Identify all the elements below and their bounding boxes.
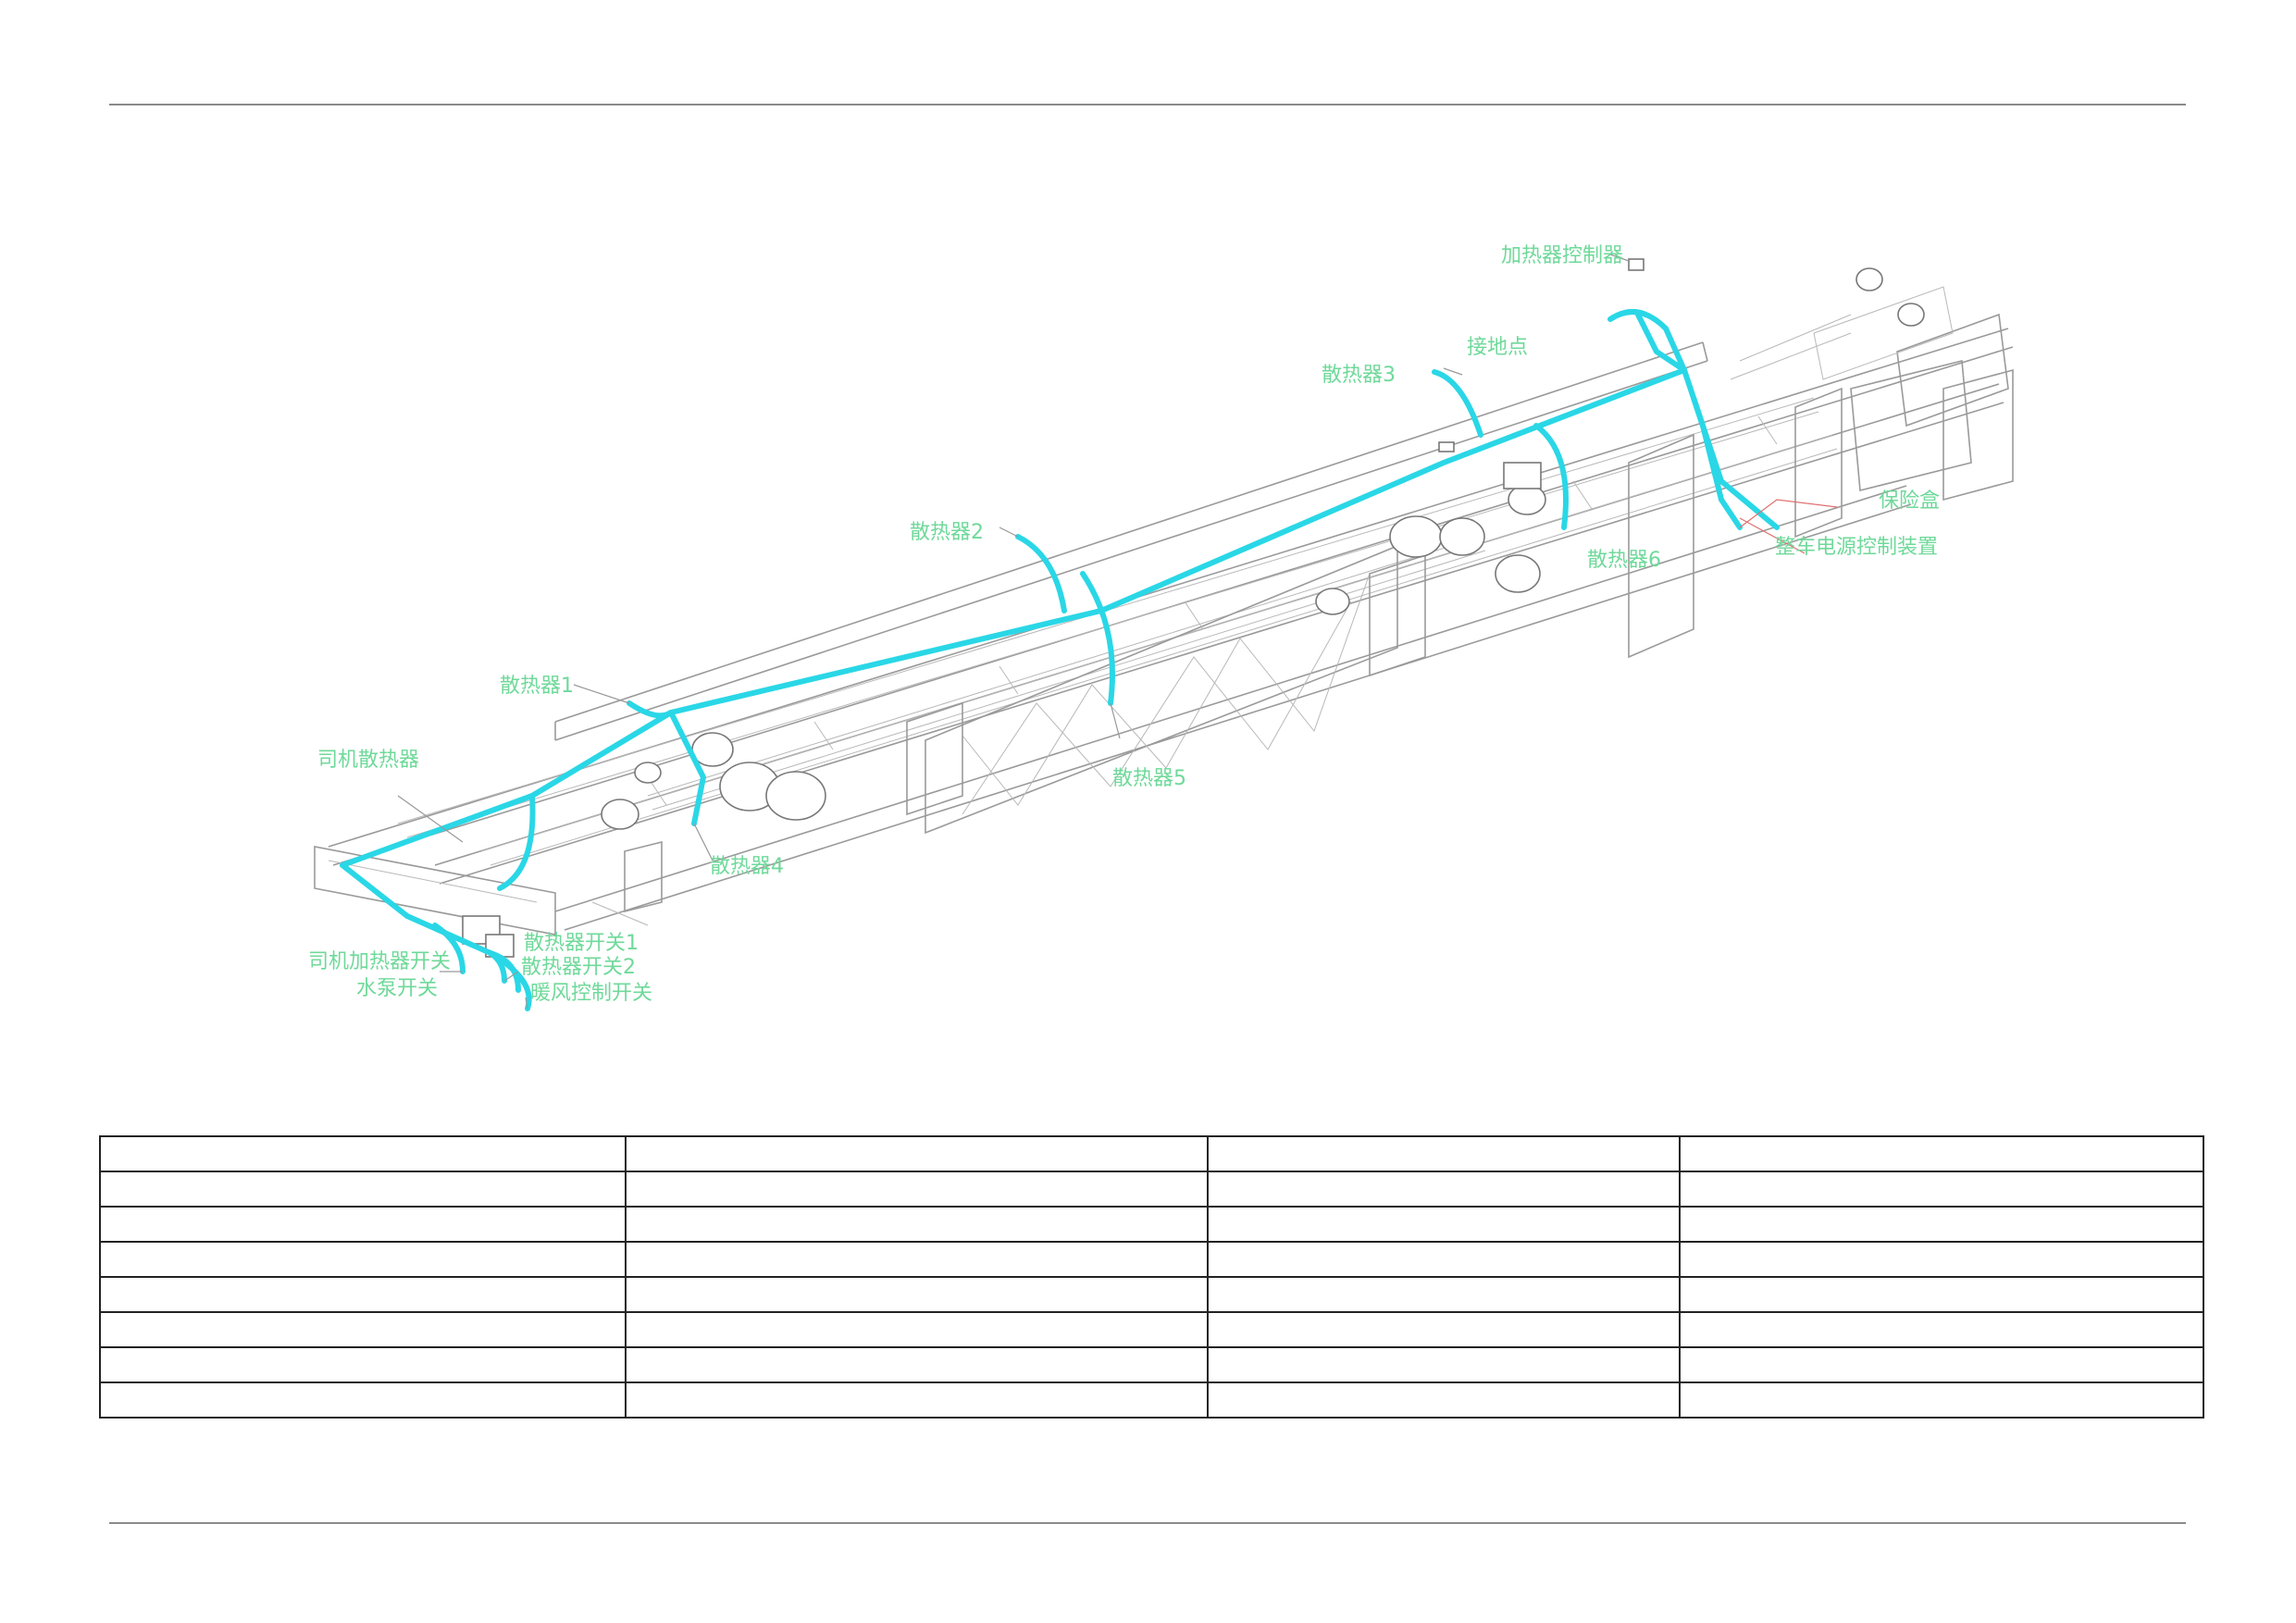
table-cell [99,1135,627,1172]
chassis-harness-diagram: 加热器控制器 接地点 散热器3 保险盒 整车电源控制装置 散热器6 散热器2 散… [308,244,2014,1011]
table-row [99,1171,2204,1208]
table-cell [99,1241,627,1278]
leader-lines [397,254,1838,1010]
table-cell [99,1276,627,1313]
table-row [99,1311,2204,1348]
table-cell [1207,1311,1681,1348]
table-row [99,1135,2204,1172]
table-row [99,1381,2204,1419]
label-warm-air-switch: 暖风控制开关 [530,982,652,1005]
table-cell [99,1311,627,1348]
table-cell [625,1135,1209,1172]
table-cell [99,1171,627,1208]
table-cell [625,1206,1209,1243]
label-radiator-2: 散热器2 [910,521,984,544]
table-row [99,1206,2204,1243]
table-row [99,1346,2204,1383]
table-cell [1207,1206,1681,1243]
table-cell [1207,1241,1681,1278]
table-cell [1207,1346,1681,1383]
table-cell [1207,1276,1681,1313]
label-radiator-1: 散热器1 [500,675,574,698]
label-radiator-5: 散热器5 [1112,767,1186,790]
label-radiator-6: 散热器6 [1587,549,1661,572]
table-cell [1679,1135,2204,1172]
parts-table [99,1135,2204,1419]
table-row [99,1241,2204,1278]
table-cell [625,1346,1209,1383]
table-cell [1679,1206,2204,1243]
table-cell [1679,1171,2204,1208]
label-ground-point: 接地点 [1467,336,1528,359]
bottom-rule [109,1522,2186,1524]
table-row [99,1276,2204,1313]
label-driver-heater-switch: 司机加热器开关 [308,950,451,973]
chassis-frame [314,286,2014,935]
wire-harness [340,309,1780,1011]
table-cell [1679,1241,2204,1278]
table-cell [1679,1311,2204,1348]
label-radiator-switch-1: 散热器开关1 [524,932,639,955]
table-cell [1207,1135,1681,1172]
label-pump-switch: 水泵开关 [356,977,438,1000]
label-driver-radiator: 司机散热器 [317,749,419,772]
label-radiator-4: 散热器4 [710,855,784,878]
table-cell [1207,1381,1681,1419]
label-power-control: 整车电源控制装置 [1775,536,1938,559]
label-radiator-switch-2: 散热器开关2 [521,956,636,979]
parts-table-body [99,1135,2204,1419]
table-cell [99,1381,627,1419]
diagram-labels: 加热器控制器 接地点 散热器3 保险盒 整车电源控制装置 散热器6 散热器2 散… [308,244,1940,1005]
table-cell [1679,1346,2204,1383]
table-cell [625,1171,1209,1208]
table-cell [625,1311,1209,1348]
table-cell [625,1241,1209,1278]
table-cell [1679,1381,2204,1419]
table-cell [1679,1276,2204,1313]
label-radiator-3: 散热器3 [1322,364,1396,387]
table-cell [625,1381,1209,1419]
label-fuse-box: 保险盒 [1879,489,1940,513]
table-cell [625,1276,1209,1313]
table-cell [99,1206,627,1243]
table-cell [99,1346,627,1383]
chassis-components [462,258,1925,958]
label-heater-controller: 加热器控制器 [1501,244,1623,267]
top-rule [109,104,2186,105]
table-cell [1207,1171,1681,1208]
